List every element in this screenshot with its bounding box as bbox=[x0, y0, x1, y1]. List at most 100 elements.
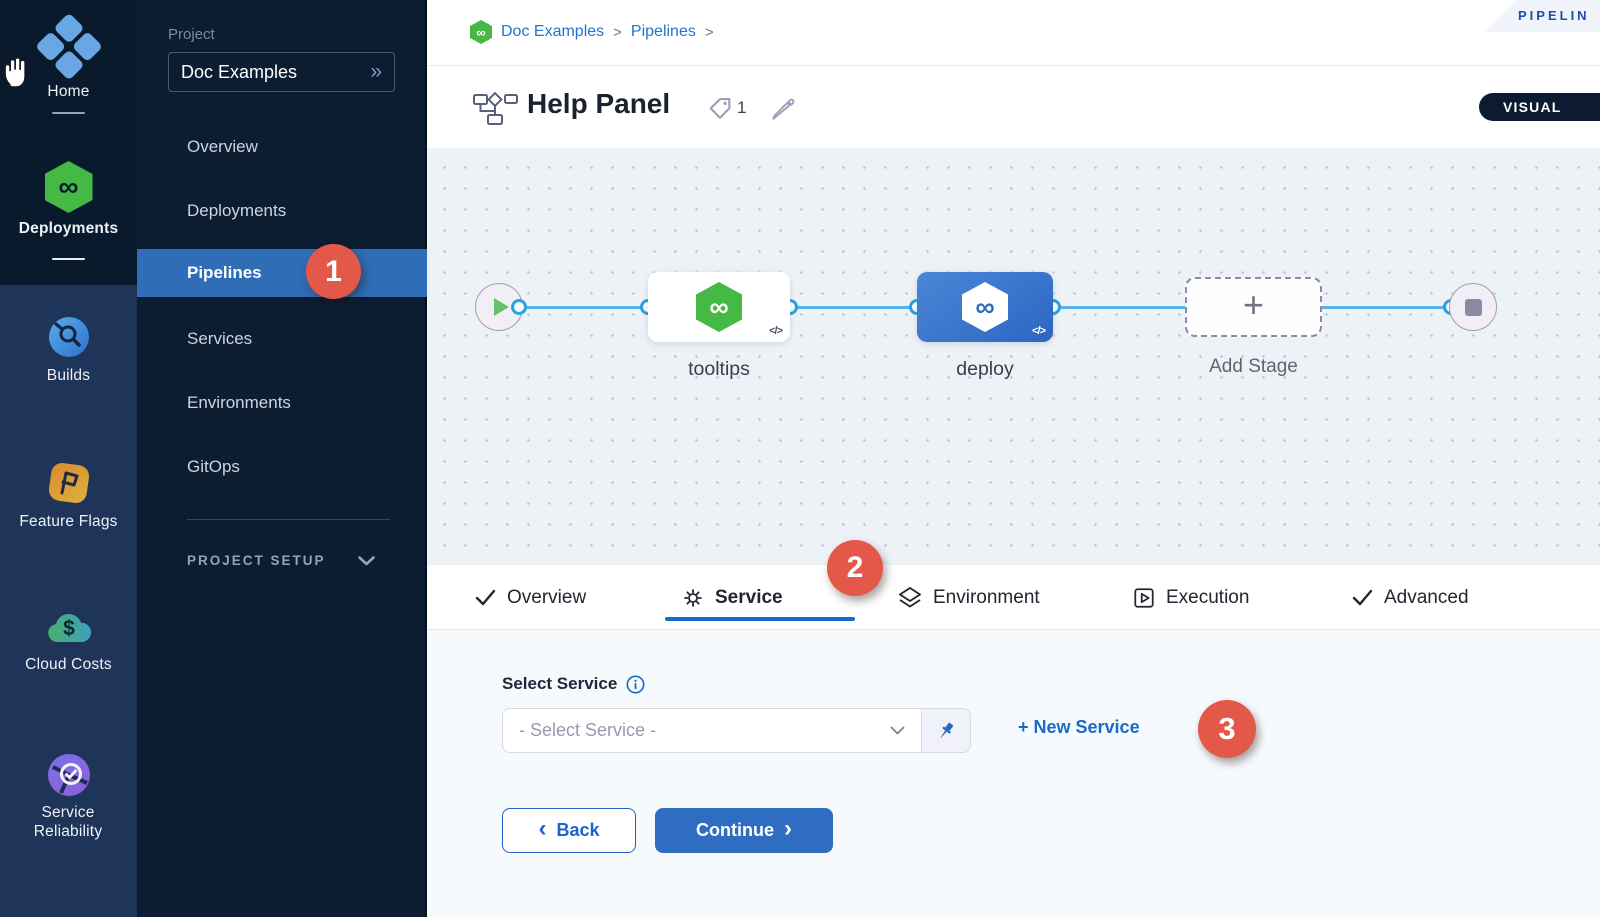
feature-flags-icon bbox=[0, 460, 137, 506]
gear-icon bbox=[684, 588, 702, 607]
stage-tabbar: Overview Service Environment bbox=[427, 565, 1600, 630]
nav-item-environments[interactable]: Environments bbox=[187, 393, 291, 412]
stage-node-deploy[interactable]: ∞ </> bbox=[917, 272, 1053, 342]
project-nav: Project Doc Examples » Overview Deployme… bbox=[137, 0, 427, 917]
pipeline-flowchart-icon bbox=[473, 91, 518, 125]
harness-logo-icon: ∞ bbox=[470, 20, 492, 44]
sidebar-item-label: Deployments bbox=[18, 220, 119, 237]
project-section-label: Project bbox=[168, 26, 215, 43]
add-stage-button[interactable]: + bbox=[1185, 277, 1322, 337]
check-icon bbox=[1352, 589, 1373, 606]
tab-execution[interactable]: Execution bbox=[1133, 565, 1249, 630]
tab-overview[interactable]: Overview bbox=[475, 565, 586, 630]
pin-button[interactable] bbox=[922, 708, 971, 753]
pipeline-studio-tab: PIPELIN bbox=[1485, 0, 1600, 32]
home-underline bbox=[52, 112, 85, 114]
deployments-icon: ∞ bbox=[0, 161, 137, 213]
sidebar-item-deployments[interactable]: ∞ Deployments bbox=[0, 161, 137, 238]
visual-yaml-toggle[interactable]: VISUAL bbox=[1479, 93, 1600, 121]
connector-line bbox=[1053, 305, 1185, 309]
nav-item-gitops[interactable]: GitOps bbox=[187, 457, 240, 476]
sidebar-item-label: Feature Flags bbox=[19, 513, 118, 530]
pipeline-start-node[interactable] bbox=[475, 283, 523, 331]
service-panel: Select Service - Select Service - + bbox=[427, 630, 1600, 917]
tab-label: Execution bbox=[1166, 586, 1250, 608]
nav-item-overview[interactable]: Overview bbox=[187, 137, 258, 156]
sidebar-item-label: Cloud Costs bbox=[25, 656, 112, 673]
main-content: ∞ Doc Examples > Pipelines > PIPELIN Hel… bbox=[427, 0, 1600, 917]
nav-divider bbox=[187, 519, 390, 520]
stage-node-tooltips[interactable]: ∞ </> bbox=[648, 272, 790, 342]
project-name: Doc Examples bbox=[181, 61, 298, 82]
page-title: Help Panel bbox=[527, 88, 671, 119]
home-icon bbox=[34, 12, 103, 81]
info-icon[interactable] bbox=[626, 675, 645, 694]
add-stage-label: Add Stage bbox=[1209, 356, 1298, 377]
connector-port bbox=[511, 299, 527, 315]
expand-project-icon[interactable]: » bbox=[370, 59, 382, 83]
nav-item-services[interactable]: Services bbox=[187, 329, 253, 348]
service-select-dropdown[interactable]: - Select Service - bbox=[502, 708, 922, 753]
nav-item-pipelines[interactable]: Pipelines bbox=[137, 249, 427, 297]
sidebar-item-cloud-costs[interactable]: $ Cloud Costs bbox=[0, 608, 137, 674]
tab-advanced[interactable]: Advanced bbox=[1352, 565, 1469, 630]
chevron-right-icon: › bbox=[784, 815, 792, 842]
tab-label: Advanced bbox=[1384, 586, 1469, 608]
cloud-costs-icon: $ bbox=[0, 608, 137, 648]
continue-button[interactable]: Continue › bbox=[655, 808, 833, 853]
chevron-down-icon bbox=[890, 726, 905, 735]
stage-label: tooltips bbox=[688, 358, 750, 380]
breadcrumb: ∞ Doc Examples > Pipelines > bbox=[470, 20, 714, 44]
connector-line bbox=[790, 305, 917, 309]
connector-line bbox=[519, 305, 648, 309]
breadcrumb-separator: > bbox=[613, 23, 622, 41]
deployments-underline bbox=[52, 258, 85, 260]
sidebar-item-service-reliability[interactable]: Service Reliability bbox=[0, 753, 137, 841]
breadcrumb-link-project[interactable]: Doc Examples bbox=[501, 23, 605, 40]
tab-label: Overview bbox=[507, 586, 587, 608]
breadcrumb-separator: > bbox=[704, 23, 714, 41]
new-service-link[interactable]: + New Service bbox=[1018, 717, 1140, 737]
module-sidebar-top-section bbox=[0, 0, 137, 285]
project-setup-toggle[interactable]: PROJECT SETUP bbox=[187, 553, 375, 568]
project-setup-label: PROJECT SETUP bbox=[187, 553, 326, 568]
back-button[interactable]: ‹ Back bbox=[502, 808, 636, 853]
stage-label: deploy bbox=[956, 358, 1014, 380]
harness-stage-icon: ∞ bbox=[962, 282, 1008, 332]
breadcrumb-bar: ∞ Doc Examples > Pipelines > PIPELIN bbox=[427, 0, 1600, 66]
annotation-badge-2: 2 bbox=[827, 540, 883, 596]
sidebar-item-label: Builds bbox=[46, 367, 91, 384]
svg-text:$: $ bbox=[63, 617, 75, 640]
tab-label: Environment bbox=[933, 586, 1040, 608]
edit-pencil-icon[interactable] bbox=[768, 93, 796, 121]
module-sidebar-bottom-section bbox=[0, 285, 137, 917]
connector-line bbox=[1322, 305, 1451, 309]
title-bar: Help Panel 1 VISUAL bbox=[427, 66, 1600, 148]
hand-cursor-icon bbox=[4, 56, 27, 88]
pipeline-end-node[interactable] bbox=[1449, 283, 1497, 331]
sidebar-item-label: Home bbox=[47, 83, 90, 100]
sidebar-item-builds[interactable]: Builds bbox=[0, 316, 137, 385]
pipeline-studio-label: PIPELIN bbox=[1518, 8, 1590, 23]
play-icon bbox=[494, 298, 509, 316]
annotation-badge-3: 3 bbox=[1198, 700, 1256, 758]
active-tab-underline bbox=[665, 617, 855, 621]
code-icon: </> bbox=[769, 325, 783, 337]
nav-item-deployments[interactable]: Deployments bbox=[187, 201, 287, 220]
service-select-placeholder: - Select Service - bbox=[519, 720, 657, 740]
tab-environment[interactable]: Environment bbox=[898, 565, 1040, 630]
tag-count: 1 bbox=[737, 98, 747, 117]
code-icon: </> bbox=[1032, 325, 1046, 337]
select-service-label: Select Service bbox=[502, 674, 645, 694]
tab-service[interactable]: Service bbox=[682, 565, 783, 630]
project-selector[interactable]: Doc Examples » bbox=[168, 52, 395, 92]
chevron-left-icon: ‹ bbox=[538, 815, 547, 842]
harness-stage-icon: ∞ bbox=[696, 282, 742, 332]
layers-icon bbox=[899, 586, 921, 607]
sidebar-item-feature-flags[interactable]: Feature Flags bbox=[0, 460, 137, 531]
pipeline-canvas[interactable]: ∞ </> tooltips ∞ </> deploy + Add Stage bbox=[427, 148, 1600, 565]
play-square-icon bbox=[1134, 587, 1154, 608]
tab-label: Service bbox=[715, 586, 783, 608]
breadcrumb-link-pipelines[interactable]: Pipelines bbox=[630, 23, 696, 40]
sidebar-item-home[interactable]: Home bbox=[0, 12, 137, 101]
